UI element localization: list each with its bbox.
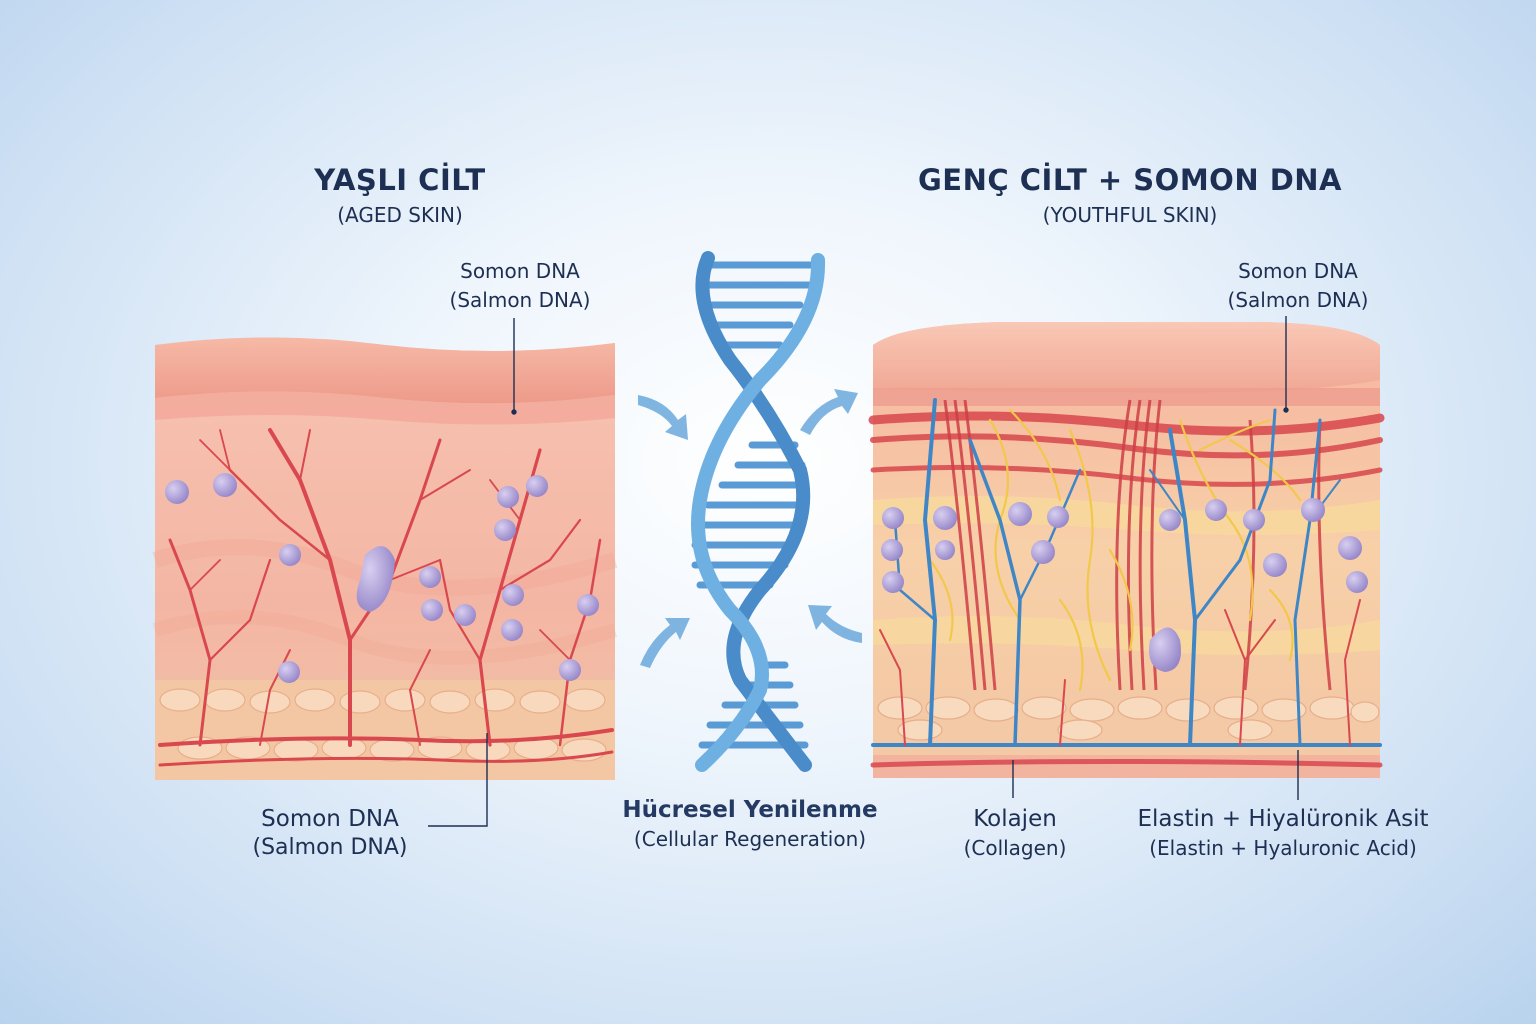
youthful-skin-subtitle: (YOUTHFUL SKIN) <box>1042 203 1218 227</box>
aged-skin-subtitle: (AGED SKIN) <box>337 203 463 227</box>
aged-top-dna-label: Somon DNA (Salmon DNA) <box>420 256 620 314</box>
aged-top-dna-main: Somon DNA <box>460 259 580 283</box>
elastin-sub: (Elastin + Hyaluronic Acid) <box>1149 836 1417 860</box>
aged-skin-title: YAŞLI CİLT <box>314 163 486 197</box>
aged-bottom-dna-main: Somon DNA <box>261 806 399 832</box>
collagen-main: Kolajen <box>973 806 1057 832</box>
dna-helix <box>691 251 826 772</box>
collagen-sub: (Collagen) <box>963 836 1067 860</box>
aged-cells <box>165 473 599 683</box>
elastin-label: Elastin + Hiyalüronik Asit (Elastin + Hy… <box>1118 804 1448 862</box>
collagen-label: Kolajen (Collagen) <box>930 804 1100 862</box>
youthful-top-dna-label: Somon DNA (Salmon DNA) <box>1198 256 1398 314</box>
cellular-regeneration-sub: (Cellular Regeneration) <box>633 827 867 851</box>
youthful-skin-panel <box>868 322 1385 778</box>
leader-lines <box>428 316 1299 827</box>
aged-bottom-dna-label: Somon DNA (Salmon DNA) <box>230 804 430 862</box>
youthful-cells <box>881 498 1368 593</box>
cellular-regeneration-main: Hücresel Yenilenme <box>622 797 878 823</box>
youthful-top-dna-sub: (Salmon DNA) <box>1227 288 1369 312</box>
youthful-skin-title: GENÇ CİLT + SOMON DNA <box>918 163 1342 197</box>
aged-bottom-dna-sub: (Salmon DNA) <box>252 835 408 860</box>
elastin-main: Elastin + Hiyalüronik Asit <box>1137 806 1429 832</box>
cellular-regeneration-label: Hücresel Yenilenme (Cellular Regeneratio… <box>600 795 900 853</box>
aged-top-dna-sub: (Salmon DNA) <box>449 288 591 312</box>
regeneration-arrows <box>638 389 862 668</box>
aged-skin-panel <box>152 337 618 780</box>
youthful-top-dna-main: Somon DNA <box>1238 259 1358 283</box>
